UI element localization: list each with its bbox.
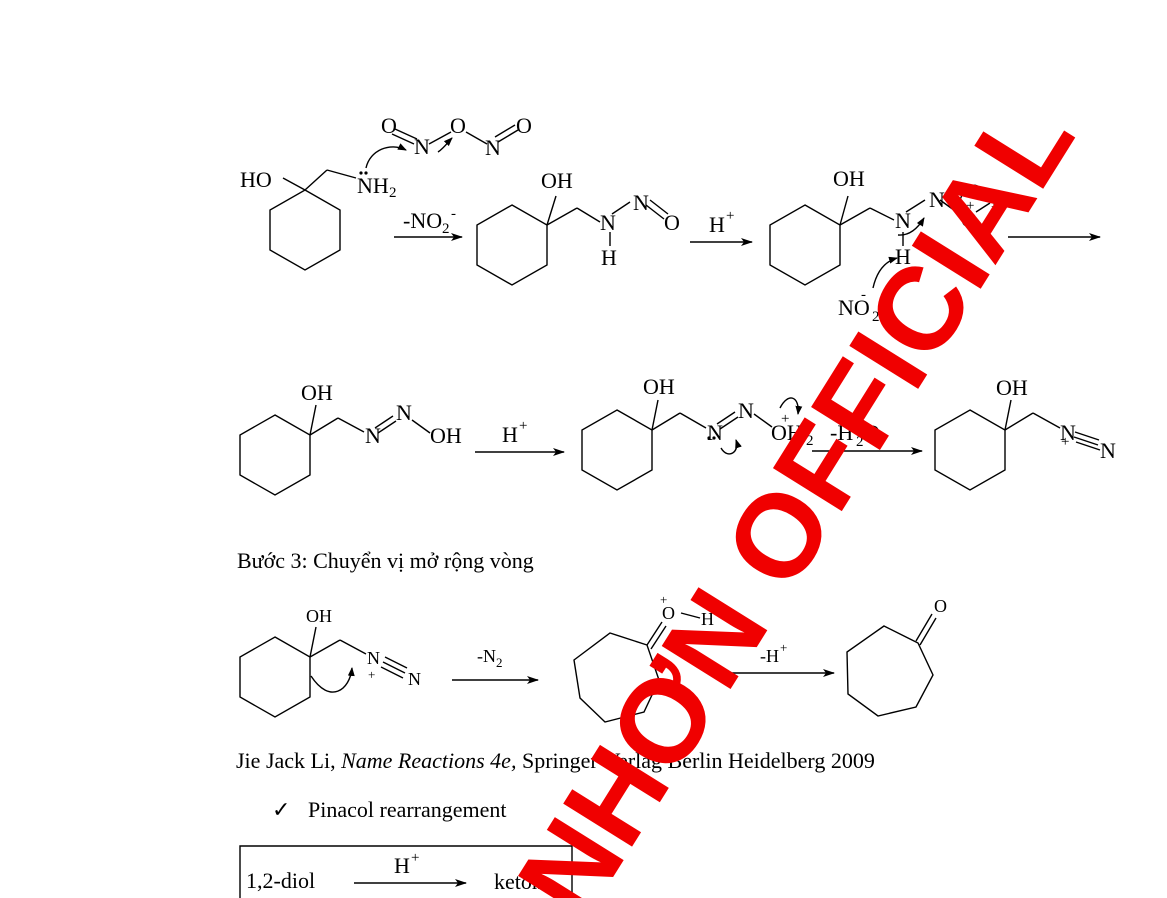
protonated2-sub: 2 bbox=[806, 433, 814, 449]
oxocarbenium-o: O bbox=[662, 603, 675, 623]
reference-line: Jie Jack Li, Name Reactions 4e, Springer… bbox=[236, 748, 875, 773]
nitrite-sub: 2 bbox=[872, 309, 880, 325]
diazohydroxide-oh: OH bbox=[301, 380, 333, 405]
nitrosamine bbox=[476, 195, 669, 286]
arrow5-label: -H bbox=[830, 420, 853, 445]
cyclohexane-ring bbox=[769, 204, 841, 286]
protonated-h2: H bbox=[991, 187, 1007, 212]
reaction-1-labels: HO NH 2 O N O N O -NO 2 - OH N H N O H +… bbox=[240, 113, 1007, 325]
nitrosamine-n2: N bbox=[633, 190, 649, 215]
protonated2-oh: OH bbox=[643, 374, 675, 399]
arrow7-sup: + bbox=[780, 640, 787, 655]
label-nh: NH bbox=[357, 173, 389, 198]
protonated-n: N bbox=[895, 208, 911, 233]
oxocarbenium-h: H bbox=[701, 609, 714, 629]
label-n2: N bbox=[485, 135, 501, 160]
arrow1-sub: 2 bbox=[442, 221, 450, 237]
arrow4-label: H bbox=[502, 422, 518, 447]
oxocarbenium-plus: + bbox=[660, 592, 667, 607]
pinacol-label: Pinacol rearrangement bbox=[308, 797, 507, 822]
arrow4-sup: + bbox=[519, 418, 527, 434]
arrow2-label: H bbox=[709, 212, 725, 237]
nitrosamine-o: O bbox=[664, 210, 680, 235]
protonated-nitrosamine bbox=[769, 184, 991, 289]
cyclohexane-ring bbox=[476, 204, 548, 286]
oxocarbenium bbox=[573, 612, 701, 723]
reaction-2 bbox=[239, 397, 1101, 496]
cycloheptane-ring bbox=[573, 632, 660, 723]
box-reactant: 1,2-diol bbox=[246, 868, 315, 893]
general-reaction-box: 1,2-diol H + ketone bbox=[239, 845, 573, 898]
cycloheptanone bbox=[846, 613, 937, 717]
ketone-o: O bbox=[934, 596, 947, 616]
cyclohexane-ring bbox=[239, 414, 311, 496]
diazonium-plus: + bbox=[1061, 434, 1069, 450]
label-n1: N bbox=[414, 134, 430, 159]
nitrosamine-h: H bbox=[601, 245, 617, 270]
box-reagent-sup: + bbox=[411, 850, 419, 866]
nitrosamine-n: N bbox=[600, 210, 616, 235]
nitrite-sup: - bbox=[861, 287, 866, 303]
reference-publisher: Springer-Verlag Berlin Heidelberg 2009 bbox=[522, 748, 875, 773]
cyclohexane-ring bbox=[934, 409, 1006, 491]
cyclohexane-ring bbox=[581, 409, 653, 491]
label-o3: O bbox=[516, 113, 532, 138]
check-icon: ✓ bbox=[272, 797, 290, 822]
protonated2-n2: N bbox=[738, 398, 754, 423]
dinitrogen-trioxide bbox=[391, 124, 519, 153]
diazonium-alcohol bbox=[934, 399, 1101, 491]
arrow7-label: -H bbox=[760, 646, 779, 666]
reference-author: Jie Jack Li, bbox=[236, 748, 336, 773]
diazonium-oh: OH bbox=[996, 375, 1028, 400]
cyclohexane-ring bbox=[239, 636, 311, 718]
aminomethyl-cyclohexanol bbox=[269, 143, 407, 271]
label-nh-sub: 2 bbox=[389, 185, 397, 201]
protonated-n2: N bbox=[929, 187, 945, 212]
cycloheptane-ring bbox=[846, 625, 934, 717]
protonated2-oh2: OH bbox=[771, 420, 803, 445]
diazonium3-plus: + bbox=[368, 667, 375, 682]
reaction-3 bbox=[239, 612, 937, 723]
protonated-o: O bbox=[961, 207, 977, 232]
diazohydroxide-n2: N bbox=[396, 400, 412, 425]
diazohydroxide-n1: N bbox=[365, 423, 381, 448]
arrow5-sub: 2 bbox=[856, 434, 864, 450]
step3-caption: Bước 3: Chuyển vị mở rộng vòng bbox=[237, 548, 534, 573]
box-product: ketone bbox=[494, 869, 553, 894]
label-o2: O bbox=[450, 113, 466, 138]
cyclohexane-ring bbox=[269, 189, 341, 271]
protonated-plus: + bbox=[966, 198, 974, 214]
arrow2-sup: + bbox=[726, 208, 734, 224]
diazonium3-oh: OH bbox=[306, 606, 332, 626]
nitrosamine-oh: OH bbox=[541, 168, 573, 193]
reaction-3-labels: OH N N + -N 2 O + H -H + O bbox=[306, 592, 947, 689]
arrow5-tail: O bbox=[864, 420, 880, 445]
diazohydroxide-oh2: OH bbox=[430, 423, 462, 448]
protonated-diazohydroxide bbox=[581, 397, 803, 491]
diazonium3-n2: N bbox=[408, 669, 421, 689]
box-reagent: H bbox=[394, 853, 410, 878]
label-ho: HO bbox=[240, 167, 272, 192]
arrow1-label: -NO bbox=[403, 208, 442, 233]
nitrite-label: NO bbox=[838, 295, 870, 320]
arrow6-label: -N bbox=[477, 646, 496, 666]
diazonium-n1: N bbox=[1060, 420, 1076, 445]
watermark: NHƠN OFFICIAL bbox=[493, 78, 1099, 898]
protonated-oh: OH bbox=[833, 166, 865, 191]
label-o1: O bbox=[381, 113, 397, 138]
diazohydroxide bbox=[239, 404, 431, 496]
diazonium-n2: N bbox=[1100, 438, 1116, 463]
protonated2-plus: + bbox=[781, 411, 789, 427]
arrow1-sup: - bbox=[451, 206, 456, 222]
reference-title: Name Reactions 4e, bbox=[340, 748, 516, 773]
protonated2-n1: N bbox=[707, 420, 723, 445]
reaction-1 bbox=[269, 124, 1101, 289]
reaction-2-labels: OH N N OH H + OH N N OH 2 + -H 2 O OH N … bbox=[301, 374, 1116, 463]
diazonium-start bbox=[239, 626, 408, 718]
protonated-h: H bbox=[895, 244, 911, 269]
arrow6-sub: 2 bbox=[496, 655, 503, 670]
diazonium3-n1: N bbox=[367, 648, 380, 668]
